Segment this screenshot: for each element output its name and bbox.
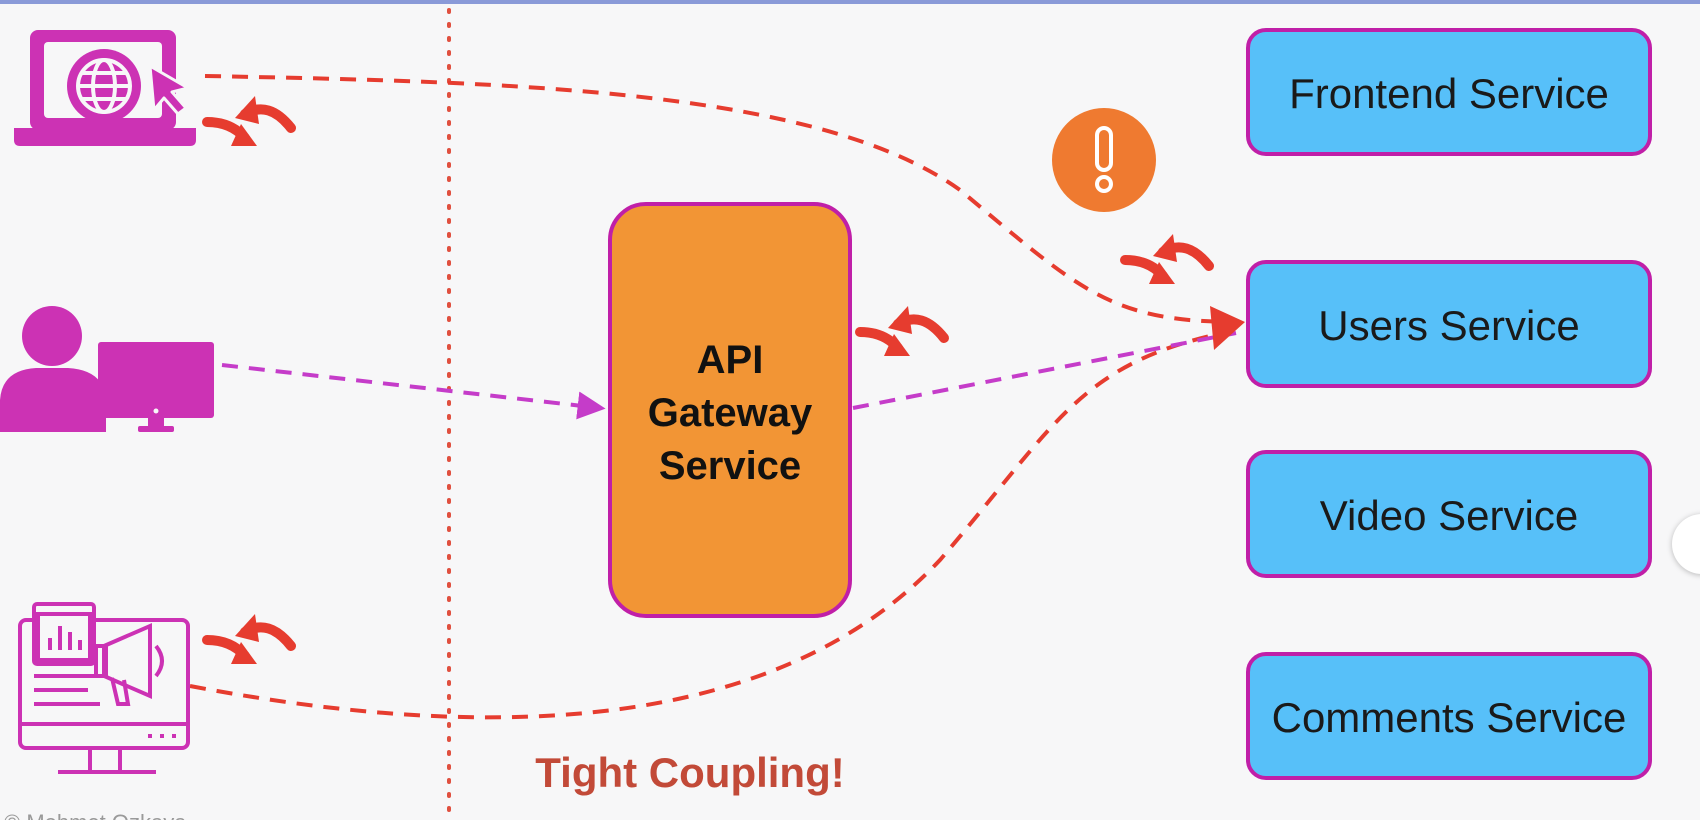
gateway-label-line-2: Gateway [648,391,813,435]
gateway-label-line-3: Service [659,444,801,488]
users-service-box [1246,260,1652,388]
sync-arrows-icon [1125,234,1209,284]
monitor-megaphone-icon [18,602,190,774]
laptop-globe-cursor-icon [14,30,196,146]
exclamation-warning-icon [1052,108,1156,212]
gateway-label-line-1: API [697,338,764,382]
sync-arrows-icon [207,96,291,146]
users-service-label: Users Service [1318,302,1579,349]
top-border [0,0,1700,4]
comments-service-box [1246,652,1652,780]
gateway-to-users-line [852,331,1237,410]
api-gateway-box [608,202,852,618]
users-service-arrowhead [1210,306,1245,350]
user-monitor-icon [0,306,214,432]
video-service-box [1246,450,1652,578]
sync-arrows-icon [207,614,291,664]
video-service-label: Video Service [1320,492,1578,539]
marketing-client-coupling-line [189,328,1239,720]
frontend-service-label: Frontend Service [1289,70,1609,117]
sync-arrows-icon [860,306,944,356]
frontend-service-box [1246,28,1652,156]
comments-service-label: Comments Service [1272,694,1627,741]
copyright-watermark: © Mehmet Ozkaya [4,810,187,820]
user-to-gateway-line [221,363,606,420]
web-client-coupling-line [204,74,1239,324]
tight-coupling-label: Tight Coupling! [535,749,844,796]
